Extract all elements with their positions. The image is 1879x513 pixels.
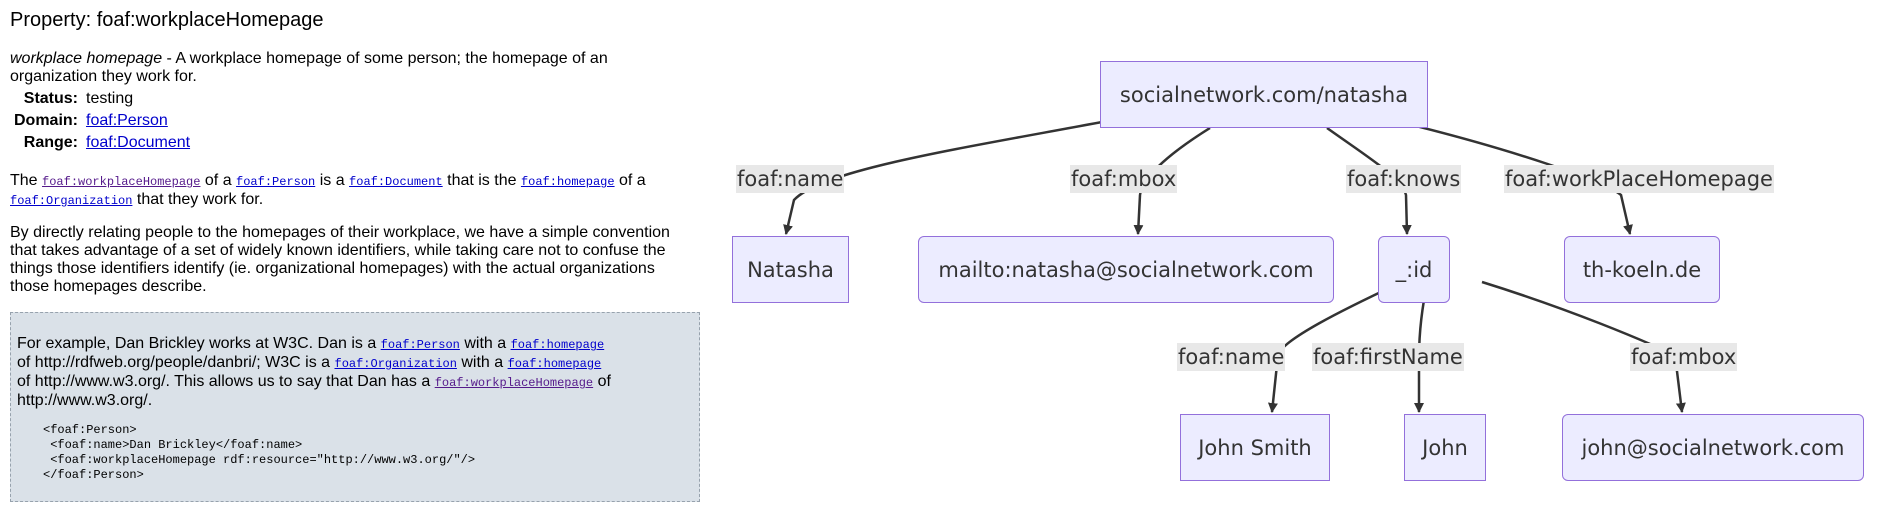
edge-label-mbox2: foaf:mbox	[1630, 343, 1738, 371]
edge-label-knows: foaf:knows	[1346, 165, 1462, 193]
text: The	[10, 172, 43, 189]
node-th-koeln: th-koeln.de	[1564, 236, 1720, 303]
domain-row: Domain: foaf:Person	[10, 110, 194, 132]
explanation-paragraph: By directly relating people to the homep…	[10, 224, 670, 295]
edge-label-workplace: foaf:workPlaceHomepage	[1504, 165, 1774, 193]
text: of http://www.w3.org/. This allows us to…	[17, 373, 435, 390]
property-term: workplace homepage	[10, 50, 163, 67]
edge-label-name2: foaf:name	[1177, 343, 1286, 371]
homepage-link[interactable]: foaf:homepage	[507, 357, 602, 371]
text: of a	[614, 172, 646, 189]
example-box: For example, Dan Brickley works at W3C. …	[10, 312, 700, 502]
node-root: socialnetwork.com/natasha	[1100, 61, 1428, 128]
status-key: Status:	[23, 90, 78, 107]
text: that they work for.	[132, 191, 264, 208]
range-link[interactable]: foaf:Document	[86, 134, 191, 151]
range-row: Range: foaf:Document	[10, 132, 194, 154]
edge-label-mbox: foaf:mbox	[1070, 165, 1178, 193]
text: For example, Dan Brickley works at W3C. …	[17, 335, 381, 352]
node-john: John	[1404, 414, 1486, 481]
domain-key: Domain:	[14, 112, 78, 129]
example-text: For example, Dan Brickley works at W3C. …	[17, 335, 617, 410]
node-mbox: mailto:natasha@socialnetwork.com	[918, 236, 1334, 303]
page-title: Property: foaf:workplaceHomepage	[10, 9, 324, 31]
rdf-graph-diagram: socialnetwork.com/natasha Natasha mailto…	[722, 20, 1879, 496]
text: with a	[456, 354, 508, 371]
edge-label-firstname: foaf:firstName	[1312, 343, 1464, 371]
text: with a	[459, 335, 511, 352]
status-value: testing	[86, 90, 134, 107]
node-id: _:id	[1378, 236, 1450, 303]
edge-label-name: foaf:name	[736, 165, 845, 193]
workplacehomepage-link[interactable]: foaf:workplaceHomepage	[42, 175, 201, 189]
property-definition: workplace homepage - A workplace homepag…	[10, 50, 670, 86]
text: is a	[315, 172, 350, 189]
example-code-block: <foaf:Person> <foaf:name>Dan Brickley</f…	[43, 423, 476, 482]
text: of a	[200, 172, 237, 189]
node-john-mail: john@socialnetwork.com	[1562, 414, 1864, 481]
organization-link[interactable]: foaf:Organization	[334, 357, 457, 371]
node-john-smith: John Smith	[1180, 414, 1330, 481]
status-row: Status: testing	[10, 88, 194, 110]
text: that is the	[442, 172, 521, 189]
usage-paragraph: The foaf:workplaceHomepage of a foaf:Per…	[10, 172, 690, 210]
property-meta-table: Status: testing Domain: foaf:Person Rang…	[10, 88, 194, 154]
homepage-link[interactable]: foaf:homepage	[510, 338, 605, 352]
homepage-link[interactable]: foaf:homepage	[520, 175, 615, 189]
workplacehomepage-link[interactable]: foaf:workplaceHomepage	[434, 376, 594, 390]
organization-link[interactable]: foaf:Organization	[10, 194, 133, 208]
text: of http://www.w3.org/.	[17, 373, 611, 409]
person-link[interactable]: foaf:Person	[236, 175, 316, 189]
node-natasha: Natasha	[732, 236, 849, 303]
definition-text: - A workplace homepage of some person; t…	[10, 50, 608, 85]
person-link[interactable]: foaf:Person	[380, 338, 460, 352]
text: of http://rdfweb.org/people/danbri/; W3C…	[17, 354, 335, 371]
range-key: Range:	[23, 134, 78, 151]
document-link[interactable]: foaf:Document	[349, 175, 443, 189]
domain-link[interactable]: foaf:Person	[86, 112, 168, 129]
